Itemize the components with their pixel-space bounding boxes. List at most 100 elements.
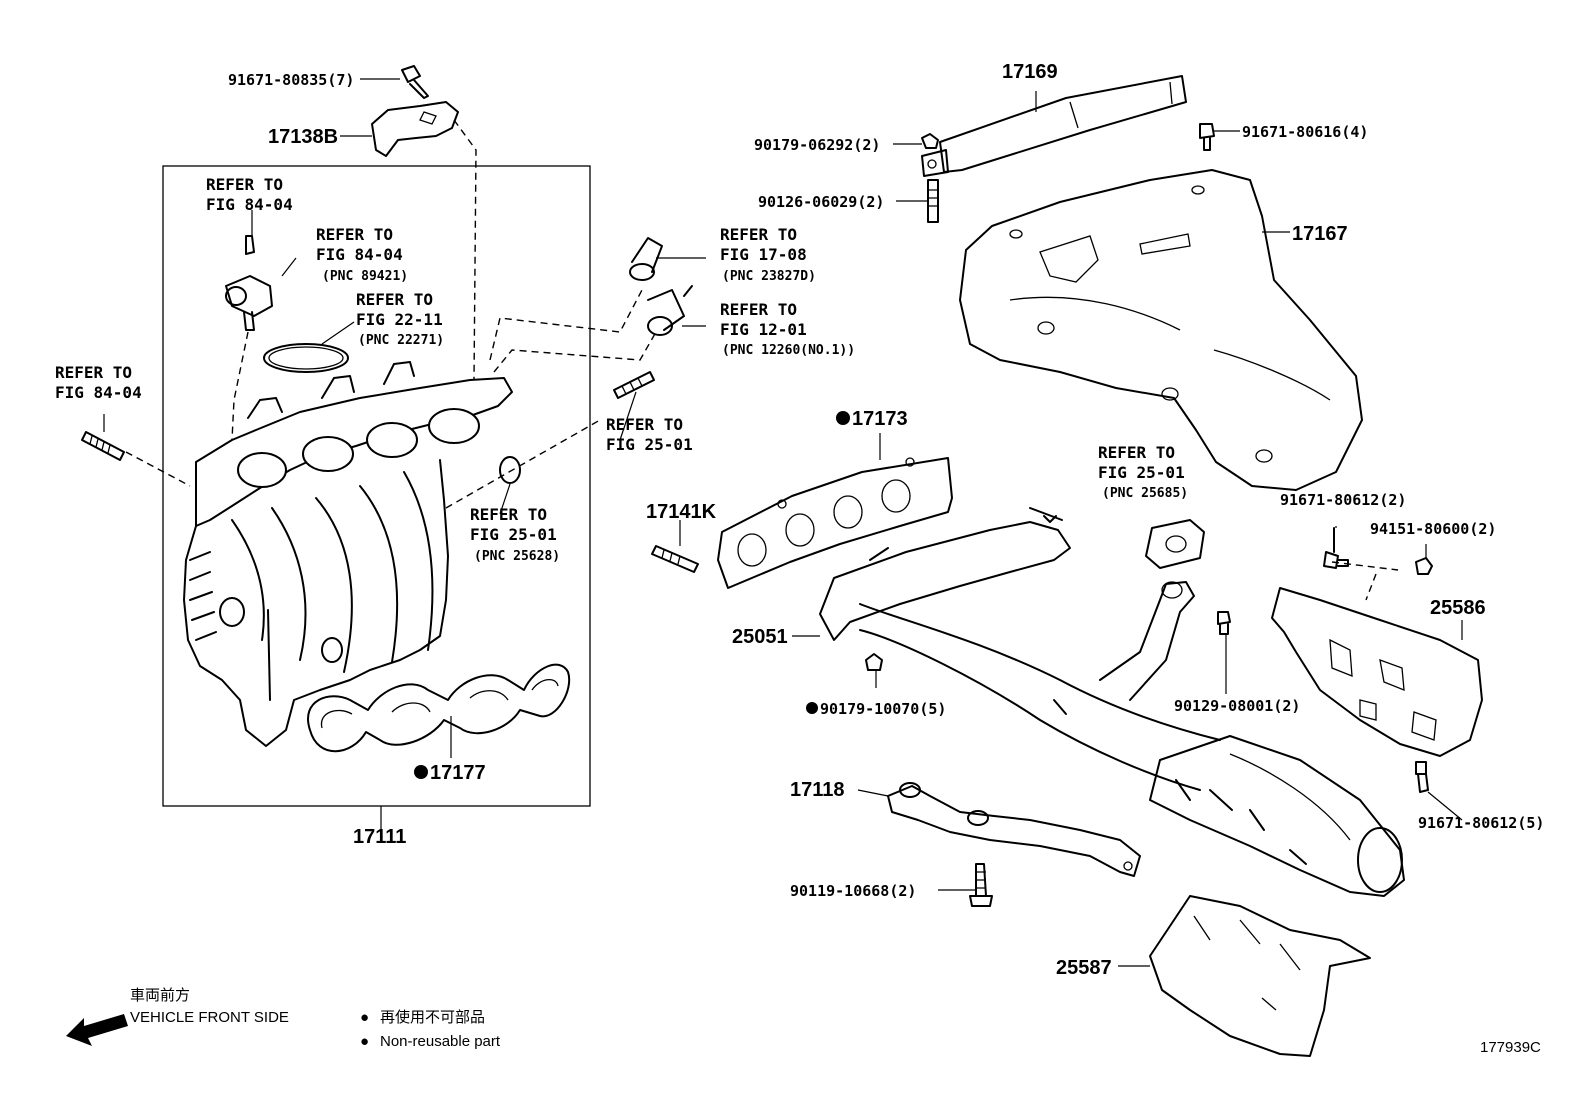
refer-note-5-line2: FIG 17-08 bbox=[720, 245, 807, 264]
refer-note-5-line3: (PNC 23827D) bbox=[722, 269, 816, 284]
refer-note-3: REFER TO FIG 22-11 (PNC 22271) bbox=[356, 290, 444, 348]
refer-note-2-line2: FIG 84-04 bbox=[316, 245, 403, 264]
bolt-91671-80612-b-drawing bbox=[1415, 761, 1429, 793]
refer-note-6-line3: (PNC 12260(NO.1)) bbox=[722, 343, 855, 358]
refer-note-7-line2: FIG 25-01 bbox=[606, 435, 693, 454]
refer-note-6: REFER TO FIG 12-01 (PNC 12260(NO.1)) bbox=[720, 300, 855, 358]
refer-note-8-line2: FIG 25-01 bbox=[470, 525, 557, 544]
label-90179-10070: 90179-10070(5) bbox=[806, 700, 946, 718]
label-91671-80835: 91671-80835(7) bbox=[228, 71, 354, 89]
label-17177: 17177 bbox=[414, 762, 486, 784]
refer-note-2-line1: REFER TO bbox=[316, 225, 393, 244]
label-94151-80600: 94151-80600(2) bbox=[1370, 520, 1496, 538]
vehicle-front-legend: 車両前方 VEHICLE FRONT SIDE bbox=[66, 987, 289, 1046]
label-17138b: 17138B bbox=[268, 126, 338, 148]
non-reusable-en: Non-reusable part bbox=[380, 1033, 501, 1050]
gasket-25685-drawing bbox=[1145, 519, 1205, 569]
vehicle-front-arrow-icon bbox=[66, 1014, 128, 1046]
refer-note-1: REFER TO FIG 84-04 bbox=[206, 175, 293, 214]
label-17177-text: 17177 bbox=[430, 762, 486, 784]
non-reusable-legend: ● 再使用不可部品 ● Non-reusable part bbox=[360, 1009, 501, 1050]
refer-note-9-line1: REFER TO bbox=[1098, 443, 1175, 462]
catalytic-converter-drawing bbox=[1149, 735, 1405, 897]
refer-note-3-line2: FIG 22-11 bbox=[356, 310, 443, 329]
nut-94151-80600-drawing bbox=[1415, 557, 1433, 575]
refer-note-8: REFER TO FIG 25-01 (PNC 25628) bbox=[470, 505, 560, 564]
map-sensor-drawing bbox=[225, 235, 273, 331]
heat-insulator-25586-drawing bbox=[1271, 587, 1483, 757]
refer-note-6-line1: REFER TO bbox=[720, 300, 797, 319]
bolt-91671-80616-drawing bbox=[1199, 123, 1215, 151]
refer-note-1-line1: REFER TO bbox=[206, 175, 283, 194]
refer-note-8-line3: (PNC 25628) bbox=[474, 549, 560, 564]
bolt-91671-80835-drawing bbox=[401, 65, 429, 99]
refer-note-6-line2: FIG 12-01 bbox=[720, 320, 807, 339]
label-90119-10668: 90119-10668(2) bbox=[790, 882, 916, 900]
refer-note-9-line2: FIG 25-01 bbox=[1098, 463, 1185, 482]
refer-note-3-line1: REFER TO bbox=[356, 290, 433, 309]
bracket-17138b-drawing bbox=[371, 101, 459, 157]
o-ring-22271-drawing bbox=[263, 343, 349, 373]
non-reusable-jp: 再使用不可部品 bbox=[380, 1009, 485, 1026]
label-17111: 17111 bbox=[353, 826, 406, 848]
catalog-id: 177939C bbox=[1480, 1039, 1541, 1056]
nut-90179-06292-drawing bbox=[921, 133, 939, 149]
exhaust-gasket-17173-drawing bbox=[717, 457, 953, 589]
refer-note-4-line2: FIG 84-04 bbox=[55, 383, 142, 402]
heat-insulator-25587-drawing bbox=[1149, 895, 1371, 1057]
label-17169: 17169 bbox=[1002, 61, 1058, 83]
label-90179-10070-text: 90179-10070(5) bbox=[820, 700, 946, 718]
bolt-90119-10668-drawing bbox=[969, 863, 993, 907]
refer-note-7: REFER TO FIG 25-01 bbox=[606, 415, 693, 454]
refer-note-1-line2: FIG 84-04 bbox=[206, 195, 293, 214]
heat-insulator-17169-drawing bbox=[921, 75, 1187, 177]
refer-note-9: REFER TO FIG 25-01 (PNC 25685) bbox=[1098, 443, 1188, 501]
refer-note-5: REFER TO FIG 17-08 (PNC 23827D) bbox=[720, 225, 816, 284]
intake-manifold-drawing bbox=[183, 361, 513, 747]
refer-note-4: REFER TO FIG 84-04 bbox=[55, 363, 142, 402]
bolt-90129-08001-drawing bbox=[1217, 611, 1231, 635]
label-90129-08001: 90129-08001(2) bbox=[1174, 697, 1300, 715]
refer-note-2: REFER TO FIG 84-04 (PNC 89421) bbox=[316, 225, 408, 284]
label-17118: 17118 bbox=[790, 779, 845, 801]
label-91671-80616: 91671-80616(4) bbox=[1242, 123, 1368, 141]
label-90126-06029: 90126-06029(2) bbox=[758, 193, 884, 211]
refer-note-7-line1: REFER TO bbox=[606, 415, 683, 434]
intake-manifold-group-box bbox=[162, 165, 591, 807]
label-25051: 25051 bbox=[732, 626, 788, 648]
stud-90126-06029-drawing bbox=[927, 179, 939, 223]
leader-lines bbox=[103, 78, 1463, 967]
label-17141k: 17141K bbox=[646, 501, 717, 523]
stud-25-01-drawing bbox=[613, 371, 655, 399]
vehicle-front-en: VEHICLE FRONT SIDE bbox=[130, 1009, 289, 1026]
hose-23827d-drawing bbox=[629, 237, 663, 281]
non-reusable-bullet-2: ● bbox=[360, 1033, 369, 1050]
label-91671-80612-a: 91671-80612(2) bbox=[1280, 491, 1406, 509]
label-17173: 17173 bbox=[836, 408, 908, 430]
label-90179-06292: 90179-06292(2) bbox=[754, 136, 880, 154]
refer-note-8-line1: REFER TO bbox=[470, 505, 547, 524]
dashed-leaders bbox=[125, 119, 1399, 601]
stud-84-04-drawing bbox=[81, 431, 125, 461]
intake-gasket-17177-drawing bbox=[307, 663, 571, 753]
stay-17118-drawing bbox=[887, 782, 1141, 877]
nut-90179-10070-drawing bbox=[865, 653, 883, 671]
label-17173-text: 17173 bbox=[852, 408, 908, 430]
non-reusable-bullet-1: ● bbox=[360, 1009, 369, 1026]
heat-insulator-17167-drawing bbox=[959, 169, 1363, 491]
refer-note-3-line3: (PNC 22271) bbox=[358, 333, 444, 348]
label-91671-80612-b: 91671-80612(5) bbox=[1418, 814, 1544, 832]
o-ring-25628-drawing bbox=[499, 456, 521, 484]
refer-note-4-line1: REFER TO bbox=[55, 363, 132, 382]
refer-note-5-line1: REFER TO bbox=[720, 225, 797, 244]
refer-note-2-line3: (PNC 89421) bbox=[322, 269, 408, 284]
label-17167: 17167 bbox=[1292, 223, 1348, 245]
label-25586: 25586 bbox=[1430, 597, 1486, 619]
refer-note-9-line3: (PNC 25685) bbox=[1102, 486, 1188, 501]
exhaust-manifold-25051-drawing bbox=[819, 507, 1221, 791]
stud-17141k-drawing bbox=[651, 545, 699, 573]
vehicle-front-jp: 車両前方 bbox=[130, 987, 190, 1004]
bolt-91671-80612-a-drawing bbox=[1323, 527, 1349, 569]
label-25587: 25587 bbox=[1056, 957, 1112, 979]
